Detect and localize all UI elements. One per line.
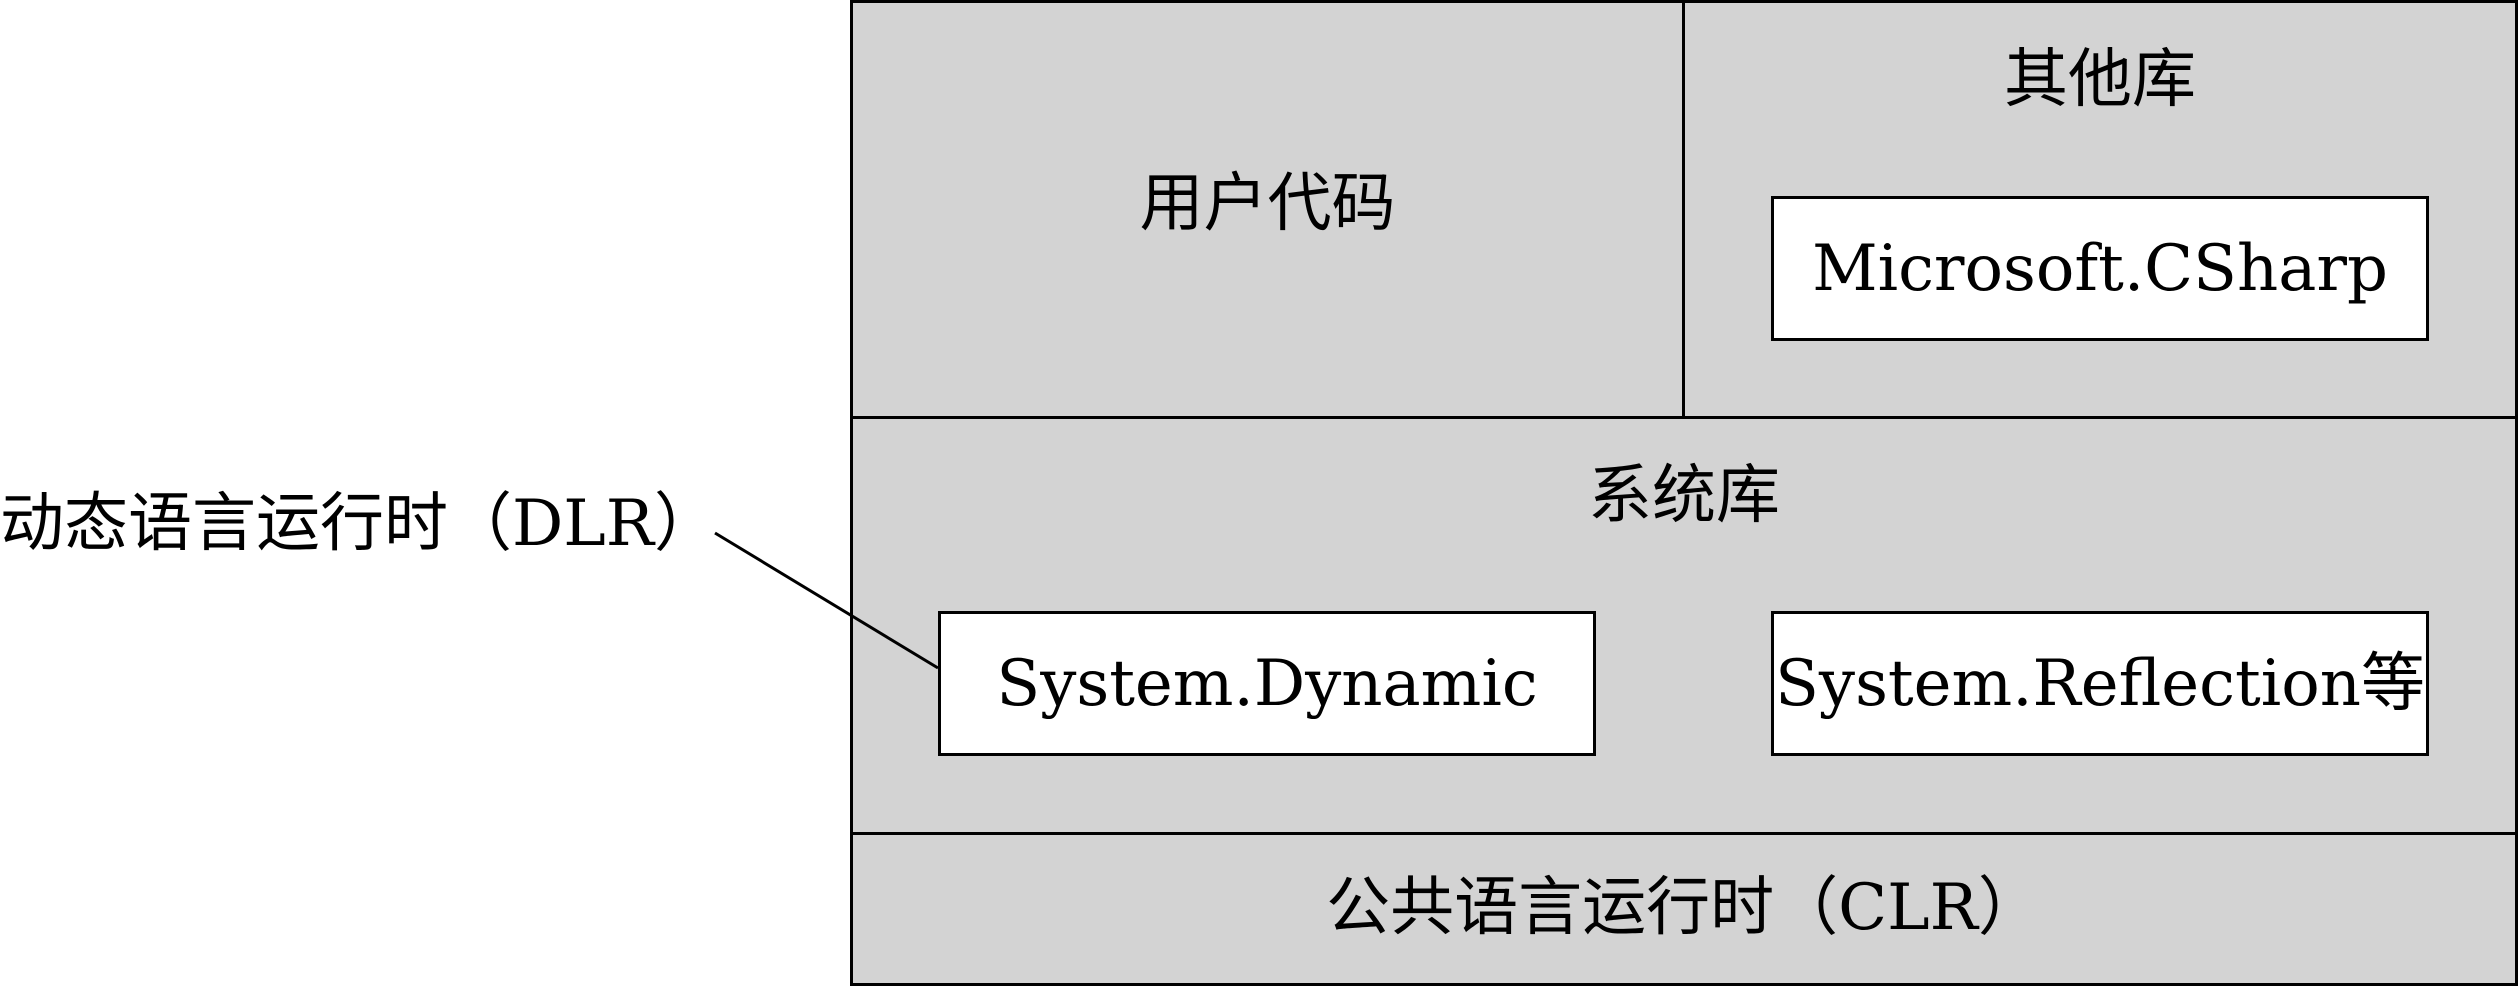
system-reflection-box: System.Reflection等	[1771, 611, 2429, 756]
microsoft-csharp-box: Microsoft.CSharp	[1771, 196, 2429, 341]
clr-region	[850, 832, 2518, 986]
system-libs-title: 系统库	[1588, 459, 1780, 533]
dlr-callout-label: 动态语言运行时（DLR）	[0, 487, 718, 561]
other-libs-title: 其他库	[2004, 43, 2196, 117]
user-code-region	[850, 0, 1685, 419]
system-dynamic-box: System.Dynamic	[938, 611, 1596, 756]
user-code-label: 用户代码	[1139, 167, 1396, 241]
clr-label: 公共语言运行时（CLR）	[1326, 871, 2042, 945]
